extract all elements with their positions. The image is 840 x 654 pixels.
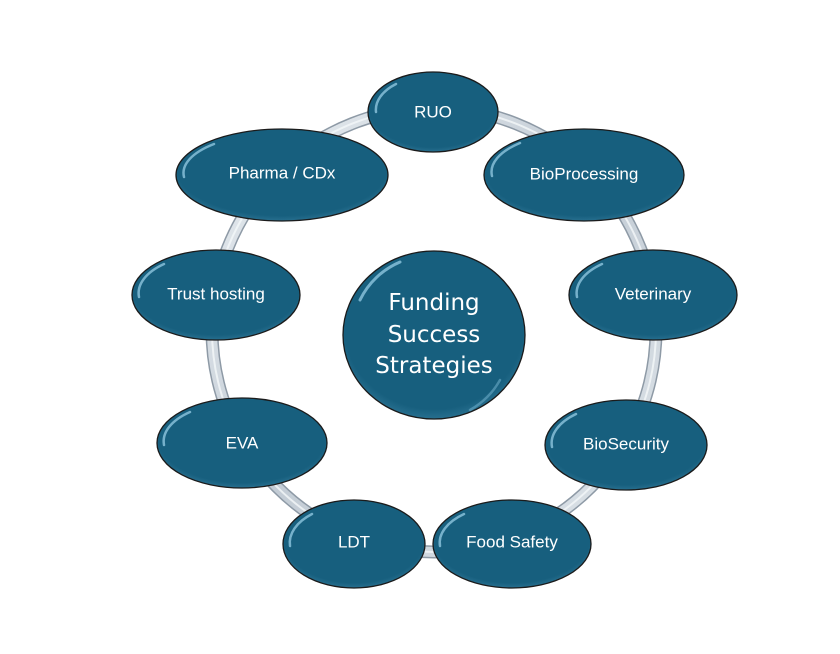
center-title-line-3: Strategies (375, 353, 492, 379)
center-title-line-2: Success (388, 322, 481, 348)
node-veterinary: Veterinary (568, 249, 738, 341)
node-biosecurity: BioSecurity (544, 399, 708, 491)
node-label: BioSecurity (583, 435, 669, 454)
node-food-safety: Food Safety (432, 499, 592, 589)
node-pharma-cdx: Pharma / CDx (175, 128, 389, 222)
node-label: LDT (338, 533, 370, 552)
center-title-line-1: Funding (388, 290, 479, 316)
node-label: BioProcessing (530, 165, 639, 184)
node-label: Pharma / CDx (229, 164, 336, 183)
node-trust-hosting: Trust hosting (131, 249, 301, 341)
node-ldt: LDT (282, 499, 426, 589)
node-label: RUO (414, 103, 452, 122)
node-label: Veterinary (615, 285, 692, 304)
node-eva: EVA (156, 397, 328, 489)
node-ruo: RUO (367, 71, 499, 153)
node-label: Trust hosting (167, 285, 265, 304)
center-node: Funding Success Strategies (342, 250, 526, 420)
node-label: Food Safety (466, 533, 558, 552)
node-label: EVA (226, 434, 259, 453)
node-bioprocessing: BioProcessing (483, 128, 685, 222)
